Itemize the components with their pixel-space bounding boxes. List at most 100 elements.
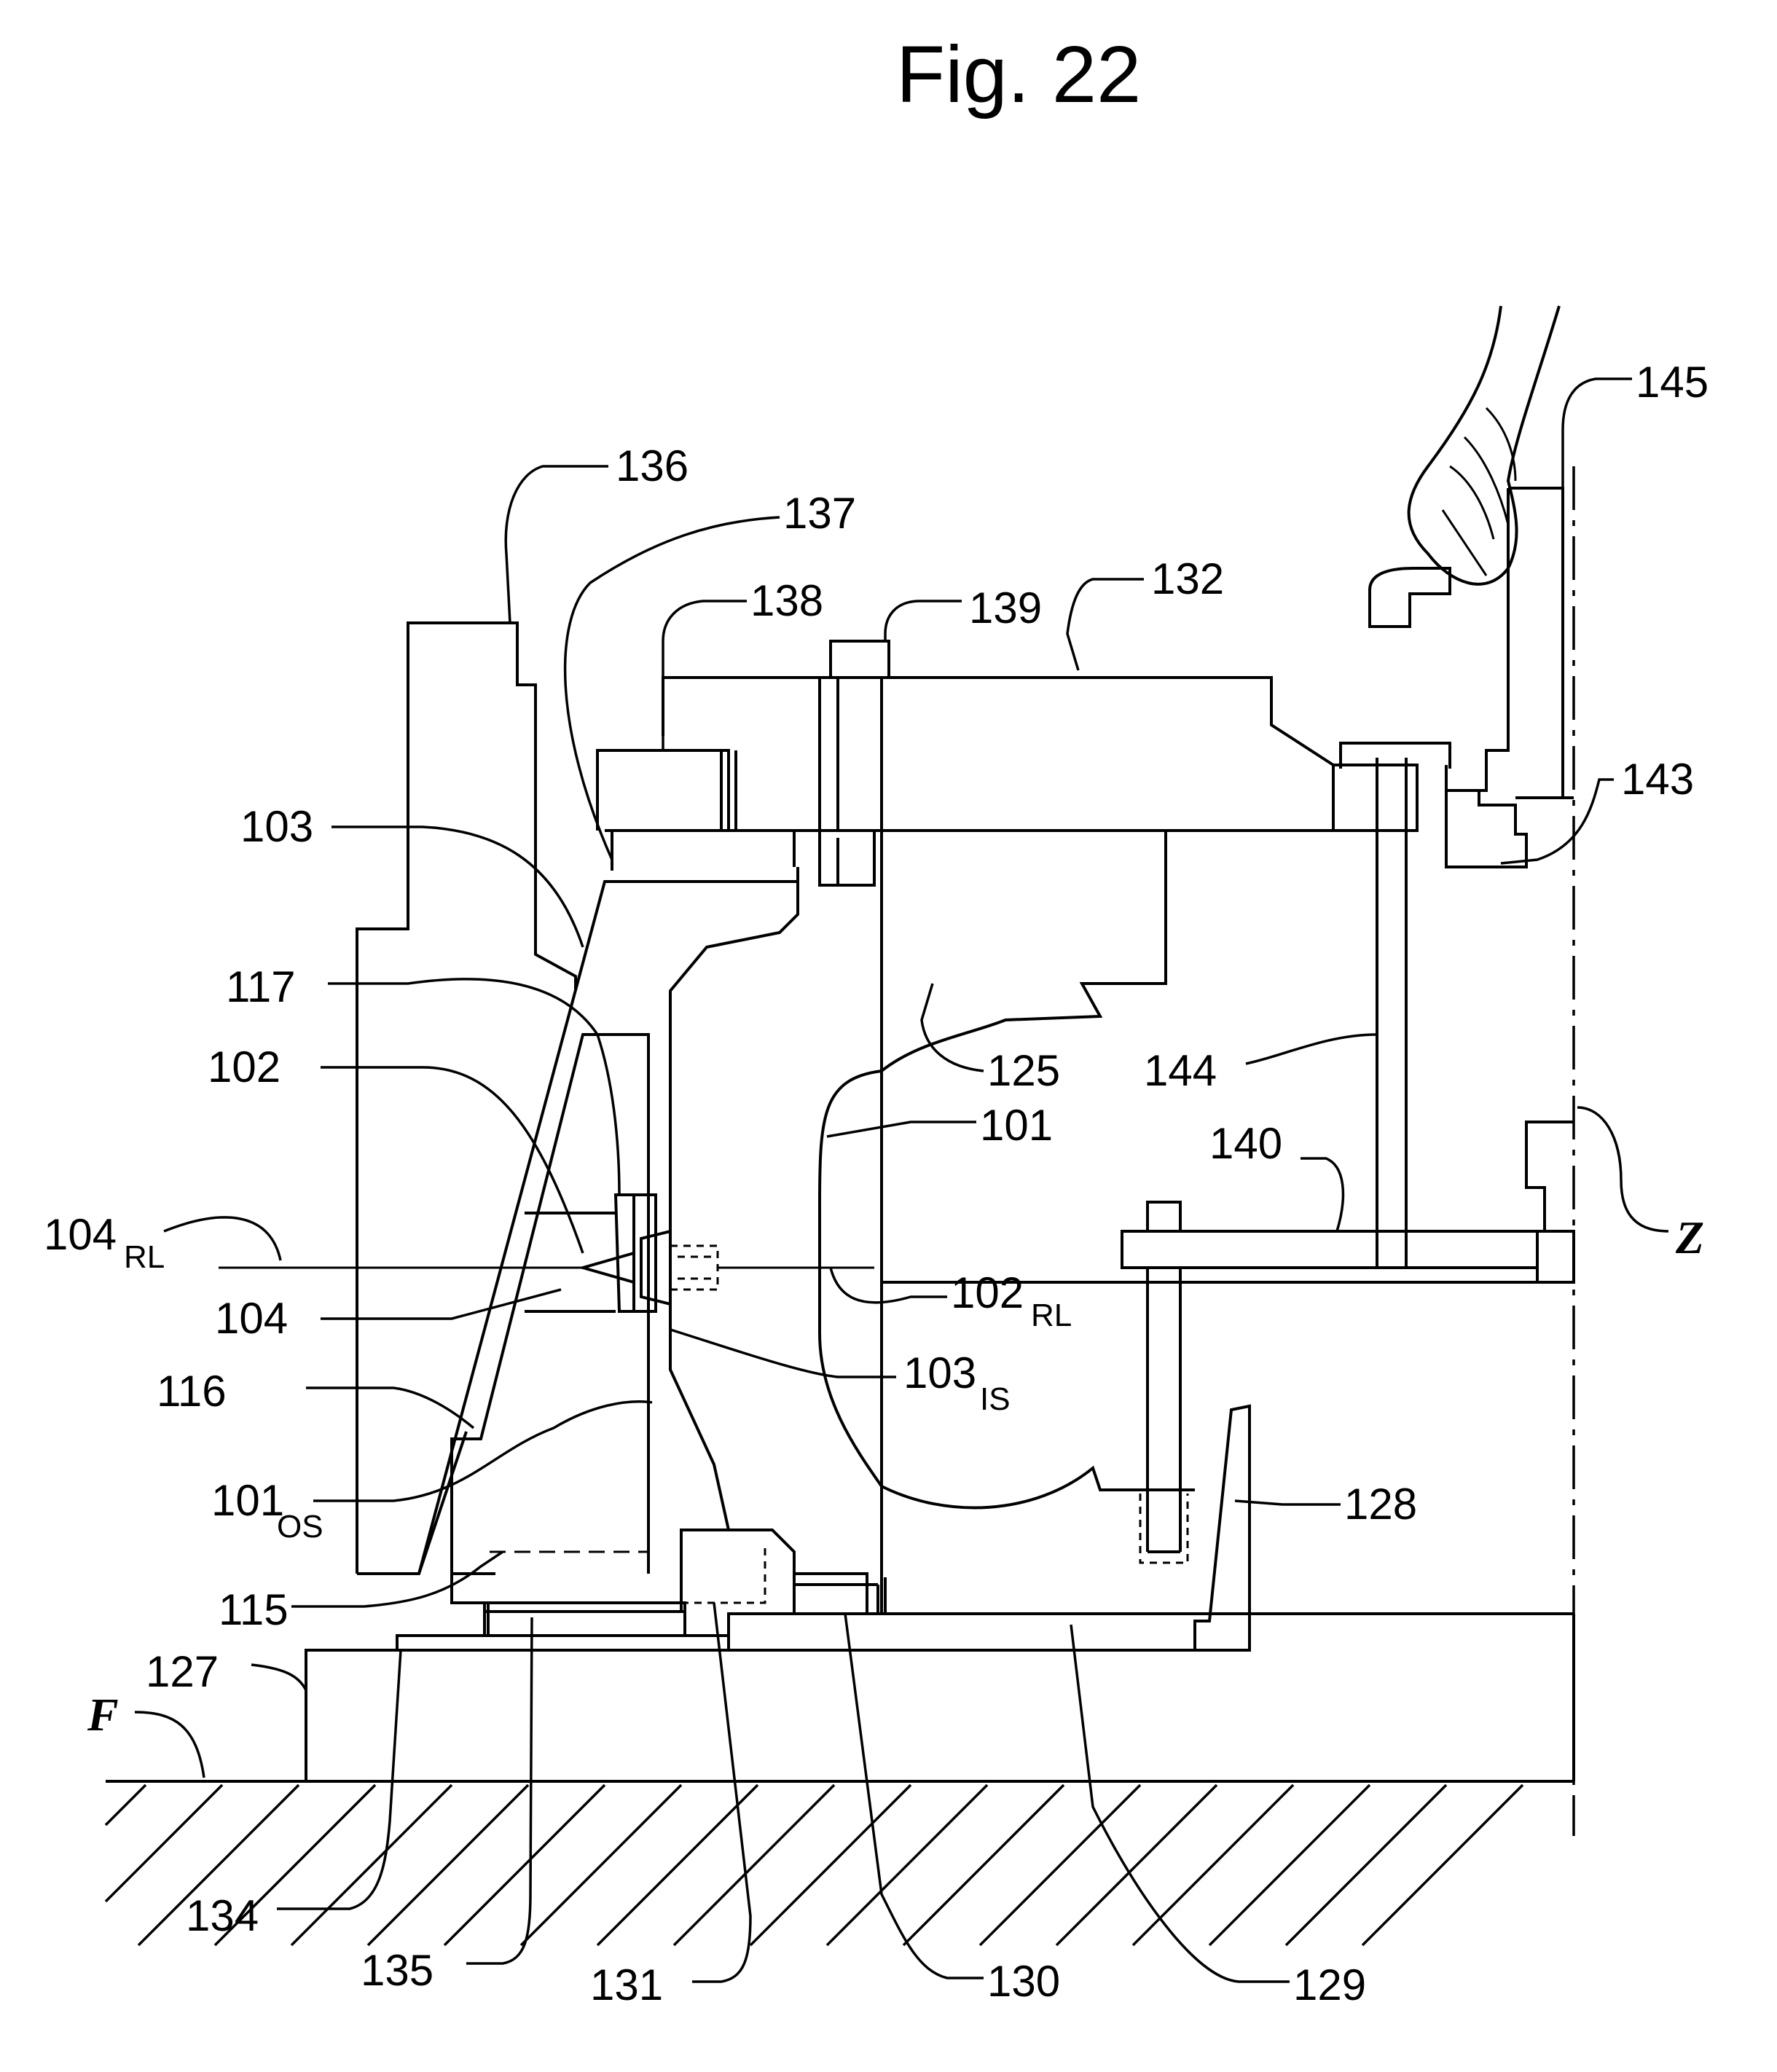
rope-icon: [1407, 305, 1561, 586]
leader-136: [504, 465, 608, 624]
leader-103: [332, 825, 584, 948]
shim-135: [483, 1601, 686, 1636]
leader-104rl: [163, 1216, 282, 1261]
wedge-block-128: [1193, 1404, 1251, 1650]
label-136: 136: [616, 442, 689, 490]
hatch-line: [1361, 1783, 1524, 1947]
cavity-104: [525, 1212, 616, 1313]
label-127: 127: [146, 1647, 219, 1696]
leader-144: [1245, 1033, 1378, 1065]
hatch-line: [902, 1783, 1065, 1947]
label-102rl: 102: [951, 1268, 1024, 1317]
leader-z: [1577, 1106, 1669, 1233]
label-144: 144: [1144, 1046, 1217, 1095]
label-z: Z: [1675, 1212, 1704, 1263]
hoist-post-145: [1445, 487, 1574, 799]
leader-117: [328, 978, 621, 1196]
label-103is-subscript: IS: [980, 1381, 1011, 1417]
leader-125: [920, 983, 984, 1072]
hatch-line: [1131, 1783, 1295, 1947]
leader-115: [291, 1550, 503, 1608]
leader-145: [1561, 377, 1632, 488]
label-137: 137: [783, 489, 856, 538]
label-f: F: [87, 1689, 119, 1741]
leader-127: [251, 1663, 307, 1691]
label-134: 134: [186, 1891, 259, 1940]
leader-131: [692, 1602, 752, 1983]
nozzle-102: [577, 1251, 635, 1284]
outer-frame-136: [356, 621, 577, 1574]
leader-134: [277, 1649, 402, 1910]
hatch-line: [672, 1783, 836, 1947]
block-137: [611, 829, 796, 871]
hook-icon: [1368, 567, 1451, 628]
label-101os: 101: [211, 1476, 284, 1525]
hatch-line: [1055, 1783, 1218, 1947]
leader-103is: [670, 1328, 896, 1378]
leader-140: [1301, 1157, 1345, 1232]
hatch-line: [443, 1783, 606, 1947]
rod-144: [1376, 758, 1408, 1268]
figure-title: Fig. 22: [896, 30, 1141, 119]
label-104rl-subscript: RL: [124, 1239, 165, 1275]
bolt-139: [818, 640, 890, 887]
mold-segment-inner: [669, 867, 799, 1531]
hatch-line: [519, 1783, 683, 1947]
label-130: 130: [987, 1957, 1060, 2006]
label-140: 140: [1209, 1119, 1282, 1168]
tire-101: [818, 1070, 1195, 1510]
bolt-under-140: [1146, 1201, 1182, 1553]
hatch-line: [1284, 1783, 1448, 1947]
leader-138: [662, 600, 747, 750]
hatch-line: [596, 1783, 759, 1947]
shim-134: [396, 1634, 729, 1650]
label-145: 145: [1636, 358, 1709, 407]
leader-104: [321, 1288, 562, 1320]
hatch-line: [1208, 1783, 1371, 1947]
ground-hatching: [104, 1783, 1524, 1947]
label-102: 102: [208, 1043, 281, 1091]
bolt-hidden-102: [670, 1244, 719, 1291]
mold-ring-103: [417, 867, 799, 1574]
pad-130: [793, 1572, 868, 1614]
label-143: 143: [1621, 755, 1694, 804]
label-103is: 103: [903, 1349, 976, 1397]
tire-101-top: [880, 831, 1167, 1072]
leader-116: [306, 1386, 475, 1429]
mold-ring-103-dashed: [483, 1034, 584, 1425]
plate-140-right-block: [1525, 1121, 1574, 1231]
hatch-line: [137, 1783, 300, 1947]
clamp-block-131: [680, 1529, 796, 1610]
leader-137: [563, 516, 780, 860]
hatch-line: [978, 1783, 1142, 1947]
leader-128: [1234, 1499, 1341, 1506]
leader-130: [844, 1613, 984, 1979]
label-117: 117: [226, 962, 296, 1011]
label-139: 139: [969, 584, 1042, 632]
lower-plate-129: [727, 1612, 1250, 1650]
label-116: 116: [157, 1367, 227, 1416]
label-132: 132: [1151, 554, 1224, 603]
hatch-line: [213, 1783, 377, 1947]
label-104: 104: [215, 1294, 288, 1343]
hatch-line: [366, 1783, 530, 1947]
leader-129: [1070, 1624, 1290, 1983]
label-102rl-subscript: RL: [1031, 1298, 1072, 1333]
part-143: [1445, 765, 1574, 868]
label-103: 103: [240, 802, 313, 851]
label-128: 128: [1344, 1480, 1417, 1529]
label-138: 138: [750, 576, 823, 625]
leader-132: [1066, 578, 1144, 671]
label-101os-subscript: OS: [277, 1509, 323, 1545]
top-plate-132: [605, 676, 1419, 832]
base-platform-127: [305, 1612, 1575, 1781]
block-138: [596, 749, 730, 831]
label-104rl: 104: [44, 1210, 117, 1259]
cavity-115-dashed: [485, 1033, 650, 1553]
plate-140: [1121, 1230, 1539, 1269]
leader-f: [134, 1711, 205, 1778]
leader-135: [466, 1617, 533, 1965]
leader-102: [321, 1066, 584, 1254]
leader-139: [884, 600, 962, 641]
